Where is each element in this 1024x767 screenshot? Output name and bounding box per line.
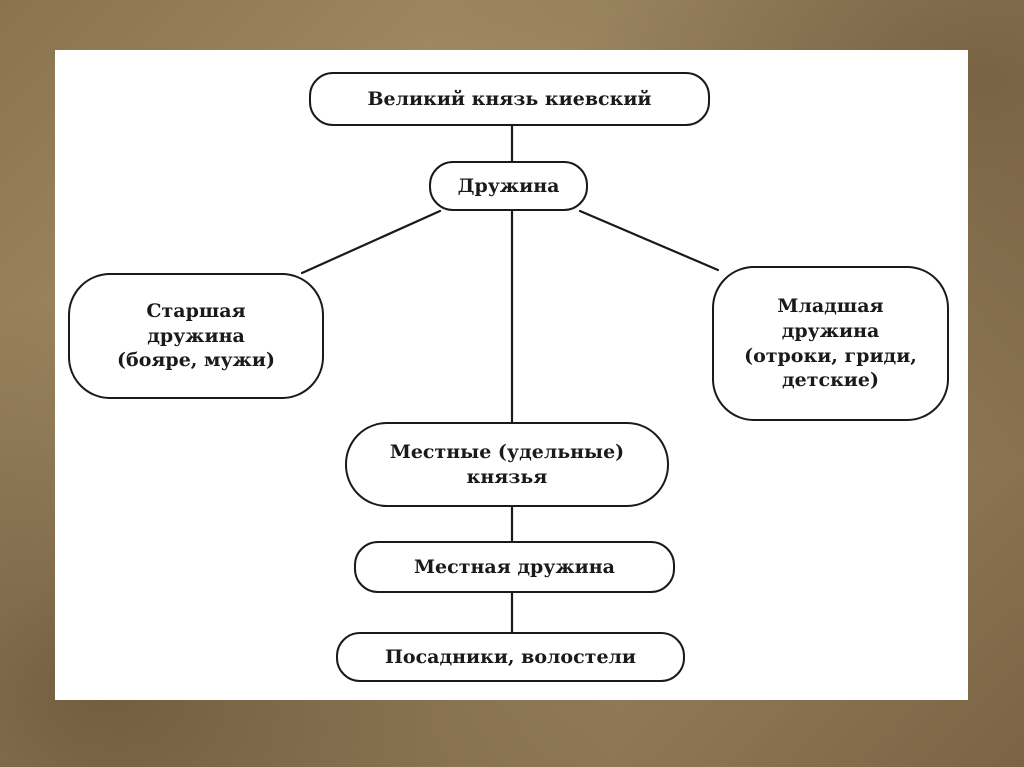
node-druzhina: Дружина bbox=[429, 161, 588, 211]
node-junior-druzhina: Младшая дружина (отроки, гриди, детские) bbox=[712, 266, 949, 421]
node-local-druzhina: Местная дружина bbox=[354, 541, 675, 593]
node-grand-prince: Великий князь киевский bbox=[309, 72, 710, 126]
node-local-princes: Местные (удельные) князья bbox=[345, 422, 669, 507]
node-senior-druzhina: Старшая дружина (бояре, мужи) bbox=[68, 273, 324, 399]
node-posadniki: Посадники, волостели bbox=[336, 632, 685, 682]
edge-druzhina-junior bbox=[578, 209, 720, 272]
edge-druzhina-senior bbox=[300, 209, 442, 275]
